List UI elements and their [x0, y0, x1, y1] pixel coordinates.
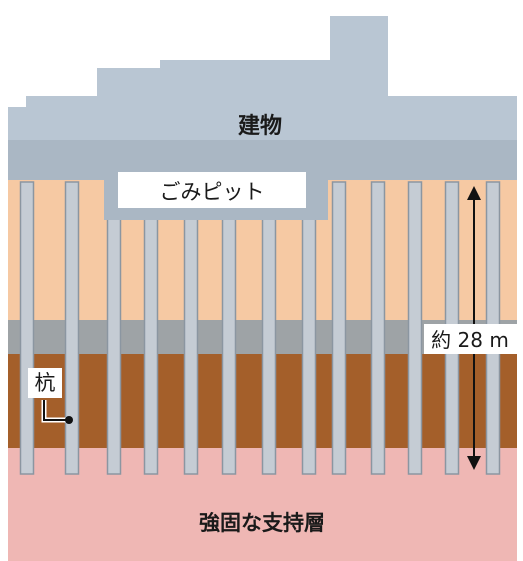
pile-4 [143, 181, 159, 475]
pile-10 [370, 181, 386, 475]
pile-9 [331, 181, 347, 475]
depth-label-background [424, 324, 517, 354]
pile-6 [221, 181, 237, 475]
bearing-layer-label: 強固な支持層 [199, 511, 325, 535]
building-shape [8, 16, 517, 180]
garbage-pit-box [118, 172, 306, 208]
pile-7 [261, 181, 277, 475]
pile-11 [407, 181, 423, 475]
pile-pointer-icon [41, 400, 73, 424]
depth-label: 約 28 m [431, 328, 509, 352]
pile-3 [106, 181, 122, 475]
building-label: 建物 [238, 113, 282, 139]
pile-8 [301, 181, 317, 475]
pile-2 [64, 181, 80, 475]
pile-label: 杭 [35, 371, 56, 395]
garbage-pit-label: ごみピット [160, 180, 265, 204]
pile-1 [19, 181, 35, 475]
pile-group [19, 181, 501, 475]
pile-label-background [28, 368, 62, 398]
pile-5 [183, 181, 199, 475]
